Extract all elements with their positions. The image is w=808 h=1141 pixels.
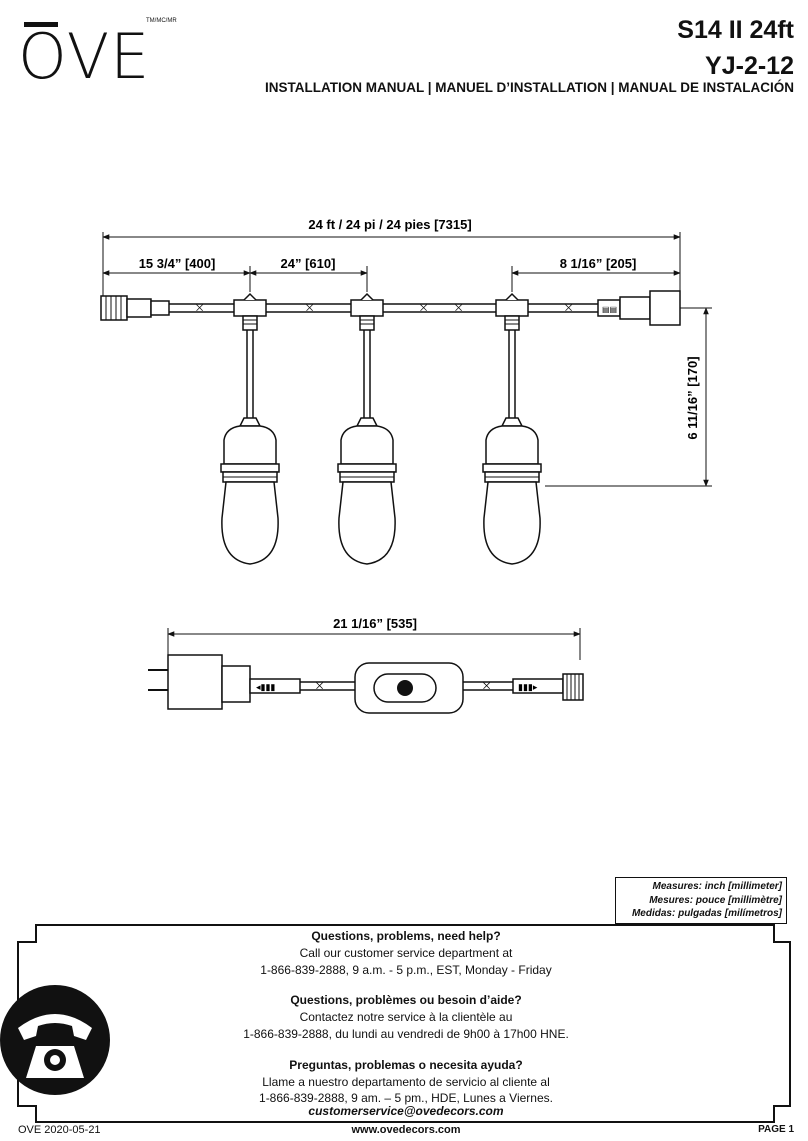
contact-question-fr: Questions, problèmes ou besoin d’aide? — [290, 993, 522, 1008]
contact-question-en: Questions, problems, need help? — [311, 929, 501, 943]
cord-twist-mark: ⨉ — [565, 303, 572, 313]
male-end-connector — [100, 295, 170, 321]
cord-twist-mark: ⨉ — [483, 681, 490, 691]
first-spacing-label: 15 3/4” [400] — [139, 256, 216, 271]
female-end-connector: ▤▤ — [597, 290, 681, 326]
svg-text:▮▮▮▸: ▮▮▮▸ — [518, 682, 538, 692]
model-name: S14 II 24ft — [677, 16, 794, 44]
cord-twist-mark: ⨉ — [420, 303, 427, 313]
telephone-icon — [0, 985, 110, 1095]
drop-height-label: 6 11/16” [170] — [685, 356, 700, 439]
svg-text:◂▮▮▮: ◂▮▮▮ — [256, 682, 275, 692]
measures-fr: Mesures: pouce [millimètre] — [649, 894, 782, 906]
string-light-diagram: 24 ft / 24 pi / 24 pies [7315] 15 3/4” [… — [100, 217, 712, 714]
contact-info: Questions, problems, need help? Call our… — [196, 928, 616, 1107]
cord-twist-mark: ⨉ — [316, 681, 323, 691]
website-link[interactable]: www.ovedecors.com — [351, 1124, 461, 1136]
trademark: TM/MC/MR — [146, 18, 177, 24]
sku-code: YJ-2-12 — [705, 52, 794, 80]
page-number: PAGE 1 — [758, 1124, 794, 1135]
support-email[interactable]: customerservice@ovedecors.com — [308, 1104, 504, 1118]
contact-line-es-2: 1-866-839-2888, 9 am. – 5 pm., HDE, Lune… — [259, 1091, 553, 1106]
contact-line-en-2: 1-866-839-2888, 9 a.m. - 5 p.m., EST, Mo… — [260, 962, 552, 977]
cord-twist-mark: ⨉ — [455, 303, 462, 313]
manual-title: INSTALLATION MANUAL | MANUEL D’INSTALLAT… — [264, 80, 794, 95]
measures-en: Measures: inch [millimeter] — [652, 881, 782, 892]
svg-text:▤▤: ▤▤ — [602, 305, 617, 314]
brand-logo: OVE TM/MC/MR — [18, 18, 177, 93]
measures-es: Medidas: pulgadas [milímetros] — [631, 908, 782, 919]
brand-name: OVE — [18, 20, 151, 93]
socket-spacing-label: 24” [610] — [281, 256, 336, 271]
cord-twist-mark: ⨉ — [306, 303, 313, 313]
contact-line-es-1: Llame a nuestro departamento de servicio… — [262, 1074, 550, 1089]
document-date: OVE 2020-05-21 — [18, 1124, 101, 1136]
total-length-label: 24 ft / 24 pi / 24 pies [7315] — [308, 217, 471, 232]
end-spacing-label: 8 1/16” [205] — [560, 256, 637, 271]
measures-legend: Measures: inch [millimeter] Mesures: pou… — [615, 877, 787, 924]
contact-line-en-1: Call our customer service department at — [299, 945, 513, 960]
contact-line-fr-1: Contactez notre service à la clientèle a… — [299, 1010, 513, 1025]
cord-length-label: 21 1/16” [535] — [333, 616, 417, 631]
contact-line-fr-2: 1-866-839-2888, du lundi au vendredi de … — [243, 1026, 569, 1041]
contact-question-es: Preguntas, problemas o necesita ayuda? — [289, 1057, 523, 1072]
switch-button-icon — [397, 680, 413, 696]
power-cord-diagram: 21 1/16” [535] ◂▮▮▮ ⨉ ⨉ ▮▮▮▸ — [148, 616, 584, 714]
logo-macron — [24, 22, 58, 27]
cord-twist-mark: ⨉ — [196, 303, 203, 313]
